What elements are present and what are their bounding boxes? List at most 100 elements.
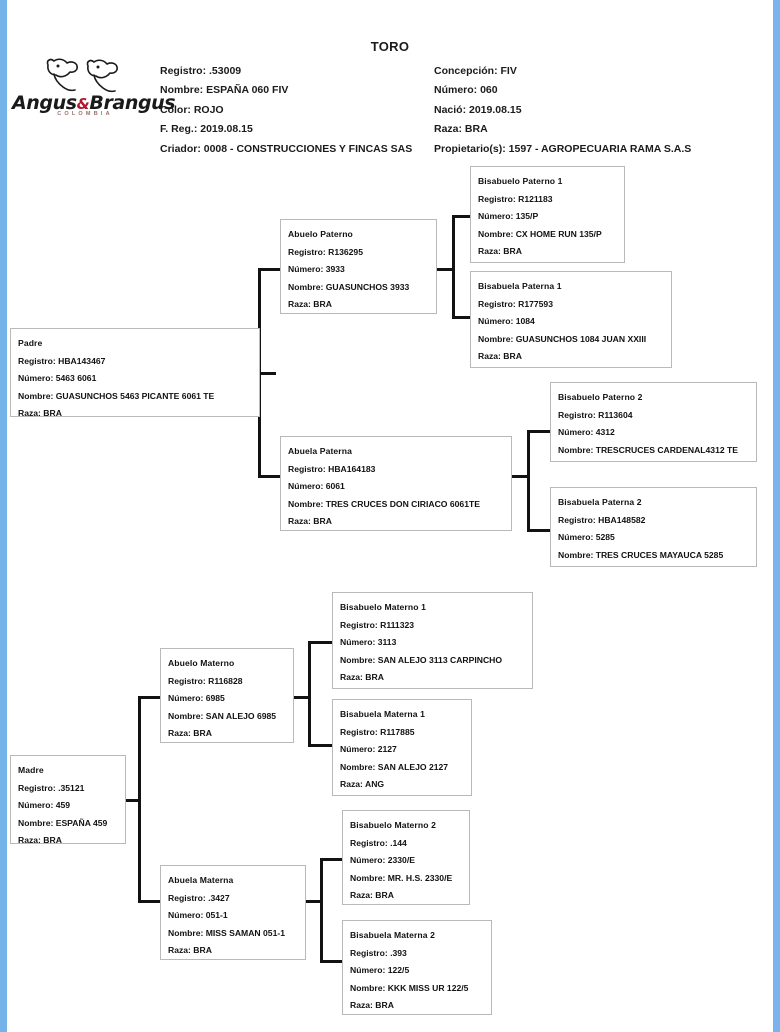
node-abuela-materna-title: Abuela Materna: [168, 875, 234, 885]
node-bisabuelo-paterno-1-registro: Registro: R121183: [478, 193, 553, 204]
node-bisabuela-materna-2-registro: Registro: .393: [350, 947, 407, 958]
node-madre-raza: Raza: BRA: [18, 835, 62, 846]
logo-word-angus: Angus: [12, 92, 77, 114]
connector-bisabuela-paterna-2-stub: [527, 529, 550, 532]
header-raza: Raza: BRA: [434, 123, 488, 136]
node-bisabuelo-paterno-2-numero: Número: 4312: [558, 427, 615, 438]
node-abuela-paterna-title: Abuela Paterna: [288, 446, 352, 456]
node-bisabuela-materna-1-registro: Registro: R117885: [340, 726, 415, 737]
node-bisabuela-paterna-1-title: Bisabuela Paterna 1: [478, 281, 562, 291]
node-bisabuelo-paterno-2-nombre: Nombre: TRESCRUCES CARDENAL4312 TE: [558, 444, 739, 455]
node-madre-nombre: Nombre: ESPAÑA 459: [18, 817, 108, 828]
node-abuelo-paterno-title: Abuelo Paterno: [288, 229, 353, 239]
node-bisabuelo-materno-2-registro: Registro: .144: [350, 837, 407, 848]
connector-abuela-materna-trunk: [320, 858, 323, 963]
node-madre-title: Madre: [18, 765, 44, 775]
node-madre-numero: Número: 459: [18, 800, 71, 811]
angus-brangus-logo: Angus&Brangus COLOMBIA: [12, 56, 176, 122]
connector-abuela-materna-stub: [138, 900, 162, 903]
node-bisabuelo-paterno-1-numero: Número: 135/P: [478, 211, 539, 222]
header-color: Color: ROJO: [160, 103, 224, 116]
node-bisabuelo-paterno-1-nombre: Nombre: CX HOME RUN 135/P: [478, 228, 602, 239]
node-abuelo-materno-title: Abuelo Materno: [168, 658, 235, 668]
node-bisabuela-paterna-1-numero: Número: 1084: [478, 316, 535, 327]
node-bisabuelo-materno-1-raza: Raza: BRA: [340, 672, 384, 683]
connector-abuelo-paterno-stub: [258, 268, 282, 271]
node-bisabuela-materna-2-title: Bisabuela Materna 2: [350, 930, 436, 940]
connector-bisabuelo-materno-1-stub: [308, 641, 333, 644]
connector-abuela-paterna-out: [512, 475, 530, 478]
node-abuelo-paterno[interactable]: Abuelo Paterno Registro: R136295 Número:…: [280, 219, 437, 314]
node-bisabuela-materna-2[interactable]: Bisabuela Materna 2 Registro: .393 Númer…: [342, 920, 492, 1015]
node-bisabuela-materna-2-numero: Número: 122/5: [350, 965, 410, 976]
node-bisabuelo-materno-2-nombre: Nombre: MR. H.S. 2330/E: [350, 872, 453, 883]
node-bisabuelo-paterno-1[interactable]: Bisabuelo Paterno 1 Registro: R121183 Nú…: [470, 166, 625, 263]
node-abuelo-paterno-raza: Raza: BRA: [288, 299, 332, 310]
connector-abuelo-paterno-out: [437, 268, 455, 271]
logo-subtitle: COLOMBIA: [57, 111, 113, 117]
node-bisabuelo-paterno-1-raza: Raza: BRA: [478, 246, 522, 257]
node-padre[interactable]: Padre Registro: HBA143467 Número: 5463 6…: [10, 328, 260, 418]
node-madre-registro: Registro: .35121: [18, 782, 85, 793]
node-bisabuela-paterna-1-registro: Registro: R177593: [478, 298, 553, 309]
node-abuelo-materno-numero: Número: 6985: [168, 693, 225, 704]
node-bisabuela-paterna-2[interactable]: Bisabuela Paterna 2 Registro: HBA148582 …: [550, 487, 757, 567]
node-abuela-materna[interactable]: Abuela Materna Registro: .3427 Número: 0…: [160, 865, 306, 960]
logo-wordmark: Angus&Brangus: [12, 92, 176, 114]
node-abuela-materna-nombre: Nombre: MISS SAMAN 051-1: [168, 927, 285, 938]
node-bisabuelo-materno-1-numero: Número: 3113: [340, 637, 397, 648]
node-bisabuelo-materno-1[interactable]: Bisabuelo Materno 1 Registro: R111323 Nú…: [332, 592, 533, 689]
header-nacio: Nació: 2019.08.15: [434, 103, 522, 116]
node-bisabuela-paterna-2-registro: Registro: HBA148582: [558, 514, 646, 525]
connector-abuela-materna-out: [305, 900, 323, 903]
node-bisabuela-materna-1-nombre: Nombre: SAN ALEJO 2127: [340, 761, 449, 772]
connector-bisabuela-materna-2-stub: [320, 960, 342, 963]
node-bisabuelo-materno-2[interactable]: Bisabuelo Materno 2 Registro: .144 Númer…: [342, 810, 470, 905]
connector-bisabuela-paterna-1-stub: [452, 316, 472, 319]
node-bisabuela-paterna-2-nombre: Nombre: TRES CRUCES MAYAUCA 5285: [558, 549, 724, 560]
connector-abuelo-materno-trunk: [308, 641, 311, 747]
node-padre-nombre: Nombre: GUASUNCHOS 5463 PICANTE 6061 TE: [18, 390, 215, 401]
header-propietarios: Propietario(s): 1597 - AGROPECUARIA RAMA…: [434, 142, 692, 155]
connector-abuela-paterna-stub: [258, 475, 282, 478]
connector-bisabuela-materna-1-stub: [308, 744, 333, 747]
node-padre-numero: Número: 5463 6061: [18, 373, 97, 384]
header-criador: Criador: 0008 - CONSTRUCCIONES Y FINCAS …: [160, 142, 413, 155]
node-bisabuelo-paterno-2[interactable]: Bisabuelo Paterno 2 Registro: R113604 Nú…: [550, 382, 757, 462]
logo-word-brangus: Brangus: [89, 92, 176, 114]
node-madre[interactable]: Madre Registro: .35121 Número: 459 Nombr…: [10, 755, 126, 845]
node-bisabuela-paterna-2-numero: Número: 5285: [558, 532, 615, 543]
node-bisabuela-paterna-2-title: Bisabuela Paterna 2: [558, 497, 642, 507]
logo-ampersand: &: [76, 95, 90, 113]
node-abuela-paterna-raza: Raza: BRA: [288, 516, 332, 527]
page-title: TORO: [370, 39, 410, 54]
node-padre-raza: Raza: BRA: [18, 408, 62, 419]
node-bisabuela-materna-1-title: Bisabuela Materna 1: [340, 709, 426, 719]
connector-padre-stub: [258, 372, 276, 375]
node-bisabuela-paterna-1-nombre: Nombre: GUASUNCHOS 1084 JUAN XXIII: [478, 333, 647, 344]
node-abuela-paterna-registro: Registro: HBA164183: [288, 463, 376, 474]
node-abuelo-materno[interactable]: Abuelo Materno Registro: R116828 Número:…: [160, 648, 294, 743]
node-bisabuela-paterna-1-raza: Raza: BRA: [478, 351, 522, 362]
header-concepcion: Concepción: FIV: [434, 65, 517, 77]
node-abuelo-materno-nombre: Nombre: SAN ALEJO 6985: [168, 710, 277, 721]
node-abuelo-paterno-registro: Registro: R136295: [288, 246, 363, 257]
node-bisabuelo-materno-2-raza: Raza: BRA: [350, 890, 394, 901]
header-numero: Número: 060: [434, 84, 498, 97]
node-padre-registro: Registro: HBA143467: [18, 355, 106, 366]
node-bisabuelo-materno-2-title: Bisabuelo Materno 2: [350, 820, 436, 830]
connector-abuela-paterna-trunk: [527, 430, 530, 532]
node-bisabuelo-paterno-1-title: Bisabuelo Paterno 1: [478, 176, 563, 186]
node-abuela-materna-numero: Número: 051-1: [168, 910, 228, 921]
node-abuelo-paterno-numero: Número: 3933: [288, 264, 345, 275]
node-bisabuela-materna-1[interactable]: Bisabuela Materna 1 Registro: R117885 Nú…: [332, 699, 472, 796]
header-left-column: Registro: .53009 Nombre: ESPAÑA 060 FIV …: [160, 62, 438, 159]
node-bisabuela-paterna-1[interactable]: Bisabuela Paterna 1 Registro: R177593 Nú…: [470, 271, 672, 368]
node-abuelo-paterno-nombre: Nombre: GUASUNCHOS 3933: [288, 281, 410, 292]
node-bisabuelo-paterno-2-title: Bisabuelo Paterno 2: [558, 392, 643, 402]
node-bisabuelo-materno-1-title: Bisabuelo Materno 1: [340, 602, 426, 612]
connector-abuelo-materno-stub: [138, 696, 162, 699]
node-abuela-paterna[interactable]: Abuela Paterna Registro: HBA164183 Númer…: [280, 436, 512, 531]
